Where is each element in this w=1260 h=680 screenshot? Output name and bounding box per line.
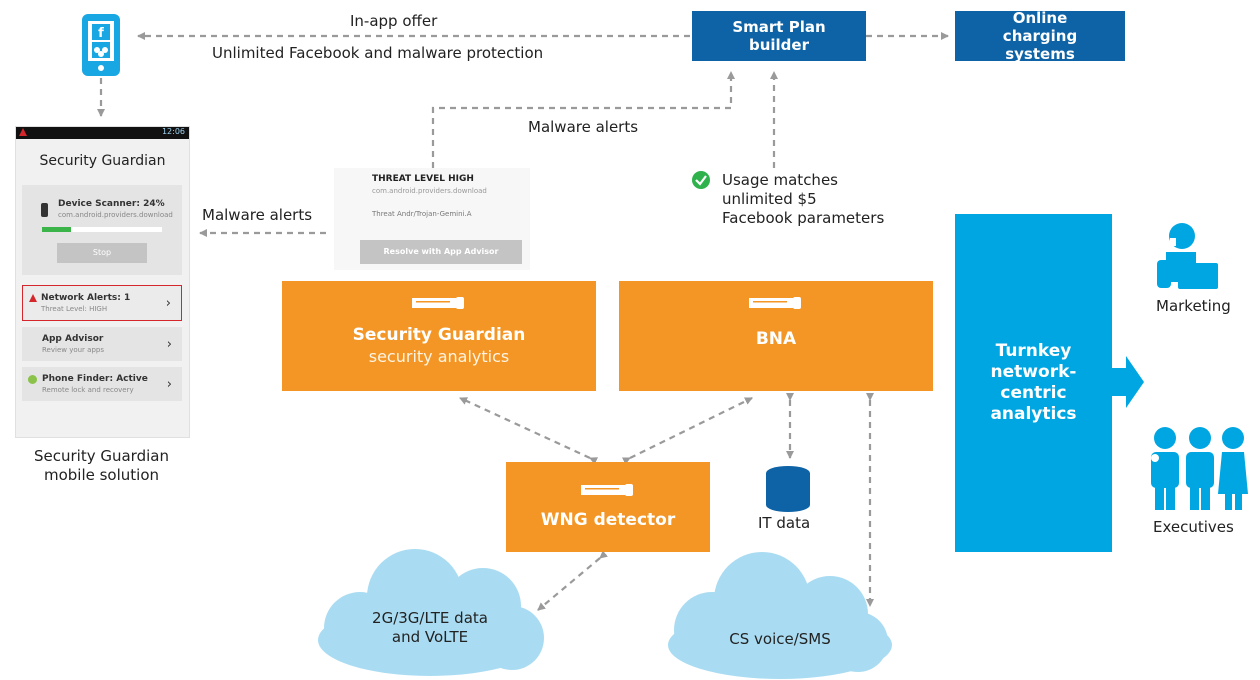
- finder-status-icon: [28, 375, 37, 384]
- turnkey-line-1: Turnkey: [995, 340, 1072, 361]
- usage-line-2: unlimited $5: [722, 189, 817, 208]
- usage-matches-label: Usage matches unlimited $5 Facebook para…: [722, 171, 884, 227]
- malware-alerts-top-label: Malware alerts: [528, 118, 639, 136]
- threat-card: THREAT LEVEL HIGH com.android.providers.…: [334, 168, 530, 270]
- svg-text:f: f: [98, 26, 104, 41]
- scanner-icon: [41, 203, 48, 217]
- bna-wng-arrow: [621, 397, 753, 465]
- marketing-label: Marketing: [1156, 297, 1231, 315]
- plug-icon: [581, 484, 633, 496]
- chevron-right-icon: ›: [165, 296, 171, 311]
- app-advisor-sub: Review your apps: [42, 346, 104, 354]
- smart-plan-builder-box[interactable]: Smart Plan builder: [692, 11, 866, 61]
- phone-finder-title: Phone Finder: Active: [42, 374, 148, 384]
- scanner-progress-fill: [42, 227, 71, 232]
- scanner-card: Device Scanner: 24% com.android.provider…: [22, 185, 182, 275]
- cloud-left-line-1: 2G/3G/LTE data: [372, 609, 488, 627]
- threat-package: com.android.providers.download: [372, 187, 487, 195]
- chevron-right-icon: ›: [166, 337, 172, 352]
- security-guardian-box[interactable]: Security Guardian security analytics: [282, 281, 596, 391]
- cloud-right: [668, 552, 892, 679]
- cloud-right-label: CS voice/SMS: [729, 630, 831, 648]
- mobile-facebook-icon: f: [82, 14, 120, 76]
- phone-finder-sub: Remote lock and recovery: [42, 386, 134, 394]
- plug-icon: [412, 297, 464, 309]
- smart-plan-label: Smart Plan builder: [732, 18, 826, 54]
- malware-up-arrow: [431, 71, 735, 168]
- bna-box[interactable]: BNA: [619, 281, 933, 391]
- threat-title: THREAT LEVEL HIGH: [372, 174, 474, 184]
- turnkey-arrow: [1112, 356, 1144, 408]
- it-data-label: IT data: [758, 514, 811, 532]
- app-advisor-card[interactable]: App Advisor Review your apps ›: [22, 327, 182, 361]
- offer-line2: Unlimited Facebook and malware protectio…: [212, 44, 544, 62]
- phone-screenshot: 12:06 Security Guardian Device Scanner: …: [15, 126, 190, 438]
- sg-wng-arrow: [459, 397, 599, 465]
- scanner-progress-track: [42, 227, 162, 232]
- phone-title: Security Guardian: [39, 153, 166, 169]
- online-charging-box[interactable]: Online charging systems: [955, 9, 1125, 63]
- sg-box-title: Security Guardian: [352, 325, 526, 345]
- wng-cloud-arrow: [537, 550, 608, 611]
- chevron-right-icon: ›: [166, 377, 172, 392]
- cloud-left-label: 2G/3G/LTE data and VoLTE: [350, 609, 510, 647]
- malware-alerts-left-label: Malware alerts: [202, 206, 313, 224]
- threat-name: Threat Andr/Trojan-Gemini.A: [372, 210, 472, 218]
- cloud-left-line-2: and VoLTE: [391, 627, 469, 646]
- network-warning-icon: [29, 294, 37, 302]
- usage-line-3: Facebook parameters: [722, 208, 885, 227]
- plug-icon: [749, 297, 801, 309]
- scanner-title: Device Scanner: 24%: [58, 199, 165, 209]
- resolve-button[interactable]: Resolve with App Advisor: [360, 240, 522, 264]
- status-warning-icon: [19, 128, 27, 136]
- phone-caption: Security Guardian mobile solution: [15, 447, 188, 485]
- status-time: 12:06: [161, 127, 185, 136]
- people-group-icon: [1151, 427, 1248, 510]
- turnkey-line-2: network-: [990, 361, 1077, 382]
- turnkey-analytics-box[interactable]: Turnkey network- centric analytics: [955, 214, 1112, 552]
- bna-title: BNA: [755, 329, 797, 349]
- network-alerts-sub: Threat Level: HIGH: [41, 305, 108, 313]
- person-laptop-icon: [1157, 223, 1218, 289]
- phone-caption-1: Security Guardian: [34, 447, 169, 465]
- turnkey-line-4: analytics: [990, 404, 1077, 425]
- database-icon: [766, 466, 810, 512]
- check-icon: [692, 171, 710, 189]
- scanner-sub: com.android.providers.download: [58, 211, 173, 219]
- stop-button[interactable]: Stop: [57, 243, 147, 263]
- app-advisor-title: App Advisor: [42, 334, 104, 344]
- sg-box-sub: security analytics: [368, 347, 510, 366]
- online-charging-label: Online charging systems: [1002, 9, 1078, 63]
- executives-label: Executives: [1153, 518, 1234, 536]
- wng-title: WNG detector: [540, 510, 676, 530]
- usage-line-1: Usage matches: [722, 171, 838, 189]
- turnkey-line-3: centric: [1000, 383, 1067, 403]
- network-alerts-card[interactable]: Network Alerts: 1 Threat Level: HIGH ›: [22, 285, 182, 321]
- offer-line1: In-app offer: [350, 12, 438, 30]
- cloud-left: [318, 549, 544, 676]
- wng-detector-box[interactable]: WNG detector: [506, 462, 710, 552]
- phone-finder-card[interactable]: Phone Finder: Active Remote lock and rec…: [22, 367, 182, 401]
- network-alerts-title: Network Alerts: 1: [41, 293, 131, 303]
- status-bar: 12:06: [16, 127, 189, 139]
- phone-caption-2: mobile solution: [43, 465, 160, 484]
